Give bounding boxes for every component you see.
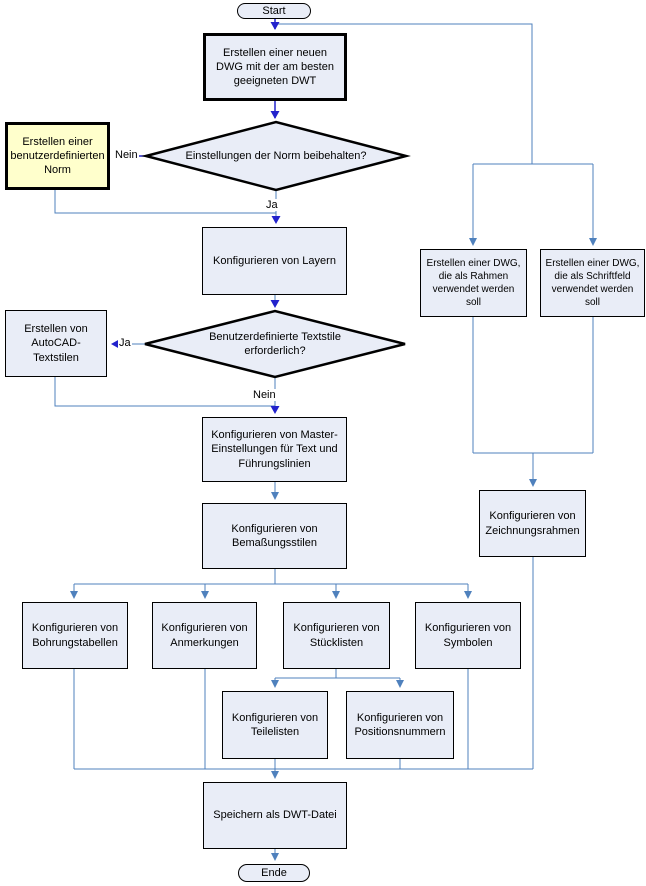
- node-anmerkungen: Konfigurieren von Anmerkungen: [152, 602, 257, 669]
- node-erstellen-neue-dwg: Erstellen einer neuen DWG mit der am bes…: [203, 33, 347, 101]
- node-positionsnummern: Konfigurieren von Positionsnummern: [346, 691, 454, 759]
- node-start: Start: [237, 3, 311, 19]
- node-bemassungsstilen: Konfigurieren von Bemaßungsstilen: [202, 503, 347, 569]
- decision-diamond-norm: [141, 120, 411, 192]
- node-autocad-textstilen: Erstellen von AutoCAD-Textstilen: [5, 310, 107, 377]
- node-label: Konfigurieren von Layern: [213, 254, 336, 267]
- decision-diamond-textstyles: [144, 309, 406, 379]
- node-label: Speichern als DWT-Datei: [213, 809, 337, 822]
- edge-label-ja-textstile: Ja: [118, 337, 132, 349]
- node-dwg-schriftfeld: Erstellen einer DWG, die als Schriftfeld…: [540, 249, 645, 317]
- node-label: Konfigurieren von Teilelisten: [231, 711, 319, 738]
- node-konfigurieren-layern: Konfigurieren von Layern: [202, 227, 347, 295]
- node-label: Konfigurieren von Stücklisten: [293, 622, 380, 649]
- node-label: Konfigurieren von Master-Einstellungen f…: [211, 429, 338, 470]
- node-stuecklisten: Konfigurieren von Stücklisten: [283, 602, 390, 669]
- node-label: Erstellen einer DWG, die als Rahmen verw…: [426, 257, 521, 309]
- node-label: Erstellen von AutoCAD-Textstilen: [24, 323, 88, 364]
- node-bohrungstabellen: Konfigurieren von Bohrungstabellen: [22, 602, 128, 669]
- edge-label-ja-norm: Ja: [265, 199, 279, 211]
- node-symbolen: Konfigurieren von Symbolen: [415, 602, 521, 669]
- node-master-einstellungen: Konfigurieren von Master-Einstellungen f…: [202, 417, 347, 482]
- node-label: Konfigurieren von Positionsnummern: [354, 711, 446, 738]
- node-label: Konfigurieren von Symbolen: [424, 622, 512, 649]
- node-speichern-dwt: Speichern als DWT-Datei: [203, 782, 347, 849]
- node-label: Konfigurieren von Bemaßungsstilen: [231, 522, 318, 549]
- node-benutzerdefinierte-norm: Erstellen einer benutzerdefinierten Norm: [5, 122, 110, 190]
- node-teilelisten: Konfigurieren von Teilelisten: [222, 691, 328, 759]
- node-dwg-rahmen: Erstellen einer DWG, die als Rahmen verw…: [420, 249, 527, 317]
- node-label: Erstellen einer DWG, die als Schriftfeld…: [545, 257, 640, 309]
- node-zeichnungsrahmen: Konfigurieren von Zeichnungsrahmen: [479, 490, 586, 557]
- edge-label-nein-norm: Nein: [114, 149, 139, 161]
- node-label: Konfigurieren von Anmerkungen: [161, 622, 248, 649]
- node-start-label: Start: [262, 5, 286, 17]
- node-label: Erstellen einer benutzerdefinierten Norm: [10, 135, 105, 177]
- node-label: Konfigurieren von Zeichnungsrahmen: [485, 510, 580, 537]
- node-label: Erstellen einer neuen DWG mit der am bes…: [216, 46, 334, 88]
- decision-norm-label: Einstellungen der Norm beibehalten?: [185, 149, 367, 162]
- node-ende: Ende: [238, 864, 310, 882]
- node-label: Konfigurieren von Bohrungstabellen: [31, 622, 119, 649]
- edge-label-nein-textstile: Nein: [252, 389, 277, 401]
- decision-textstyles-label: Benutzerdefinierte Textstile erforderlic…: [209, 330, 341, 357]
- node-ende-label: Ende: [261, 867, 287, 879]
